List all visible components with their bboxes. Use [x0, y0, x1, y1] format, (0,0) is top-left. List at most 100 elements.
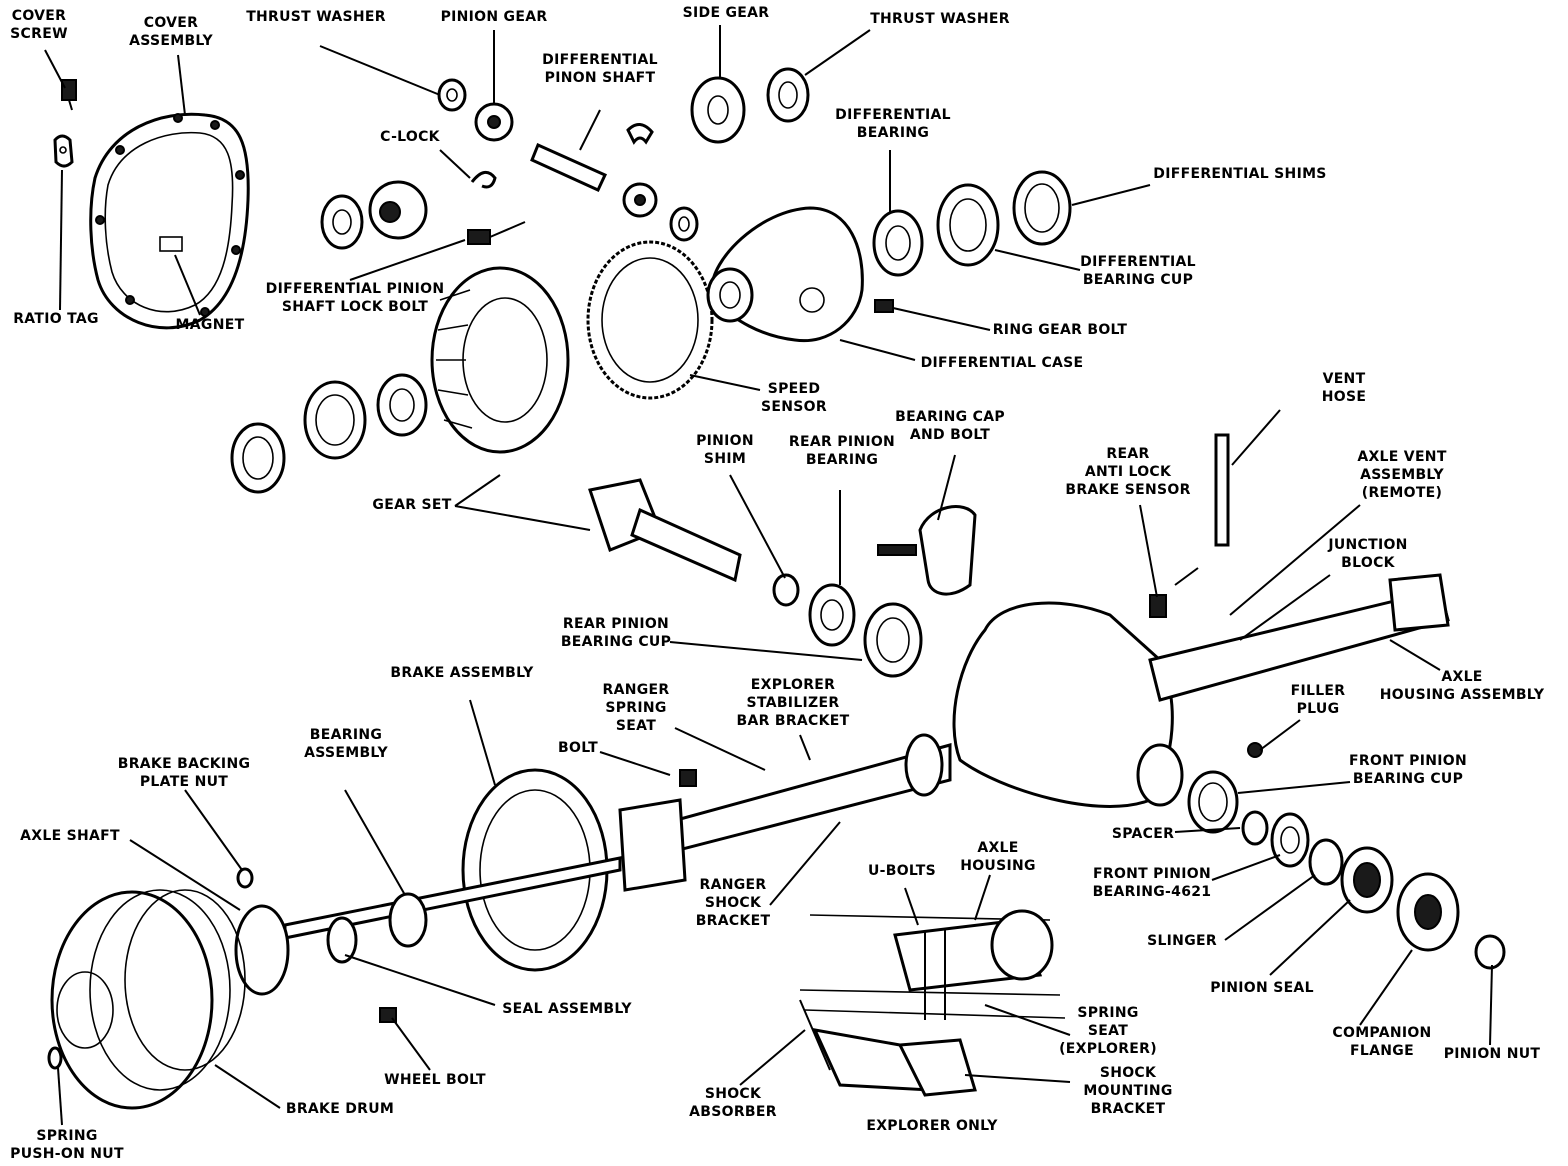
pinion-nut-part [1474, 934, 1506, 970]
label-differential-bearing-cup: DIFFERENTIAL BEARING CUP [1080, 254, 1196, 288]
cover-assembly-part [89, 112, 250, 330]
pinion-seal-part [1340, 846, 1394, 914]
label-brake-assembly: BRAKE ASSEMBLY [390, 665, 534, 681]
label-companion-flange: COMPANION FLANGE [1332, 1025, 1432, 1059]
ring-gear-bolt-part [874, 299, 894, 313]
label-shock-mounting-bracket: SHOCK MOUNTING BRACKET [1083, 1065, 1173, 1117]
bearing-cup-left-part [303, 380, 367, 460]
label-explorer-stabilizer-bar-bracket: EXPLORER STABILIZER BAR BRACKET [736, 677, 850, 729]
differential-bearing-cup-part [936, 183, 1000, 267]
label-pinion-gear: PINION GEAR [440, 9, 548, 25]
label-ratio-tag: RATIO TAG [13, 311, 99, 327]
label-axle-vent-assembly: AXLE VENT ASSEMBLY (REMOTE) [1357, 449, 1447, 501]
bearing-cap-part [877, 505, 977, 596]
label-magnet: MAGNET [175, 317, 245, 333]
lock-bolt-part [467, 221, 526, 245]
seal-ring-left-part [230, 422, 286, 494]
label-axle-shaft: AXLE SHAFT [20, 828, 120, 844]
cover-screw-part [61, 79, 77, 111]
front-pinion-bearing-part [1270, 812, 1310, 868]
label-axle-housing: AXLE HOUSING [960, 840, 1036, 874]
filler-plug-part [1247, 742, 1263, 758]
label-cover-assembly: COVER ASSEMBLY [129, 15, 213, 49]
thrust-washer-left2-part [320, 194, 364, 250]
backing-plate-nut-part [236, 867, 254, 889]
label-shock-absorber: SHOCK ABSORBER [689, 1086, 777, 1120]
rear-pinion-bearing-part [808, 583, 856, 647]
label-slinger: SLINGER [1147, 933, 1217, 949]
spacer-part [1241, 810, 1269, 846]
label-explorer-only: EXPLORER ONLY [866, 1118, 998, 1134]
label-rear-pinion-bearing: REAR PINION BEARING [788, 434, 896, 468]
ratio-tag-part [53, 134, 74, 168]
companion-flange-part [1396, 872, 1460, 952]
label-brake-drum: BRAKE DRUM [285, 1101, 395, 1117]
thrust-washer-small-part [669, 206, 699, 242]
label-filler-plug: FILLER PLUG [1290, 683, 1346, 717]
leader-lines [44, 25, 1493, 1126]
label-front-pinion-bearing-cup: FRONT PINION BEARING CUP [1349, 753, 1467, 787]
c-lock-part [470, 123, 654, 189]
label-ranger-spring-seat: RANGER SPRING SEAT [602, 682, 670, 734]
label-pinion-seal: PINION SEAL [1210, 980, 1314, 996]
pinion-gear-top-part [474, 102, 514, 142]
label-seal-assembly: SEAL ASSEMBLY [502, 1001, 632, 1017]
label-bearing-assembly: BEARING ASSEMBLY [304, 727, 388, 761]
thrust-washer-right-part [766, 67, 810, 123]
pinion-gear-lower-part [622, 182, 658, 218]
label-spring-seat-explorer: SPRING SEAT (EXPLORER) [1059, 1005, 1157, 1057]
label-thrust-washer-right: THRUST WASHER [870, 11, 1010, 27]
label-ring-gear-bolt: RING GEAR BOLT [992, 322, 1128, 338]
label-diff-pinion-shaft-lock-bolt: DIFFERENTIAL PINION SHAFT LOCK BOLT [265, 281, 445, 315]
abs-sensor-part [1149, 567, 1199, 618]
label-vent-hose: VENT HOSE [1321, 371, 1367, 405]
differential-case-part [706, 206, 864, 343]
differential-pinion-shaft-part [530, 142, 608, 192]
label-gear-set: GEAR SET [372, 497, 452, 513]
label-c-lock: C-LOCK [380, 129, 440, 145]
label-bolt: BOLT [558, 740, 598, 756]
side-gear-left-part [368, 180, 428, 240]
label-axle-housing-assembly: AXLE HOUSING ASSEMBLY [1379, 669, 1545, 703]
label-pinion-nut: PINION NUT [1443, 1046, 1541, 1062]
explorer-inset-part [799, 909, 1066, 1097]
label-wheel-bolt: WHEEL BOLT [384, 1072, 486, 1088]
bearing-assembly-part [388, 892, 428, 948]
thrust-washer-left-part [437, 78, 467, 112]
brake-drum-part [50, 889, 246, 1110]
bearing-left-part [376, 373, 428, 437]
label-speed-sensor: SPEED SENSOR [761, 381, 827, 415]
differential-shims-part [1012, 170, 1072, 246]
label-rear-pinion-bearing-cup: REAR PINION BEARING CUP [560, 616, 672, 650]
label-ranger-shock-bracket: RANGER SHOCK BRACKET [695, 877, 771, 929]
label-pinion-shim: PINION SHIM [696, 433, 754, 467]
ring-gear-part [430, 266, 570, 454]
label-differential-pinion-shaft: DIFFERENTIAL PINON SHAFT [542, 52, 658, 86]
vent-hose-part [1214, 433, 1230, 547]
axle-housing-part [618, 573, 1450, 892]
label-differential-case: DIFFERENTIAL CASE [920, 355, 1084, 371]
label-spacer: SPACER [1111, 826, 1175, 842]
drive-pinion-part [588, 478, 742, 583]
label-u-bolts: U-BOLTS [867, 863, 937, 879]
rear-pinion-bearing-cup-part [863, 602, 923, 678]
seal-assembly-part [326, 916, 358, 964]
pinion-shim-part [772, 573, 800, 607]
label-rear-anti-lock-brake-sensor: REAR ANTI LOCK BRAKE SENSOR [1065, 446, 1191, 498]
speed-sensor-ring-part [586, 240, 714, 400]
slinger-part [1308, 838, 1344, 886]
label-side-gear: SIDE GEAR [682, 5, 770, 21]
side-gear-part [690, 76, 746, 144]
spring-push-on-nut-part [47, 1046, 63, 1070]
bolt-part [679, 769, 697, 787]
label-front-pinion-bearing: FRONT PINION BEARING-4621 [1092, 866, 1212, 900]
label-junction-block: JUNCTION BLOCK [1328, 537, 1408, 571]
axle-shaft-part [234, 856, 622, 996]
label-thrust-washer-left: THRUST WASHER [246, 9, 386, 25]
label-spring-push-on-nut: SPRING PUSH-ON NUT [10, 1128, 124, 1162]
front-pinion-bearing-cup-part [1187, 770, 1239, 834]
label-differential-bearing: DIFFERENTIAL BEARING [835, 107, 951, 141]
label-brake-backing-plate-nut: BRAKE BACKING PLATE NUT [117, 756, 251, 790]
